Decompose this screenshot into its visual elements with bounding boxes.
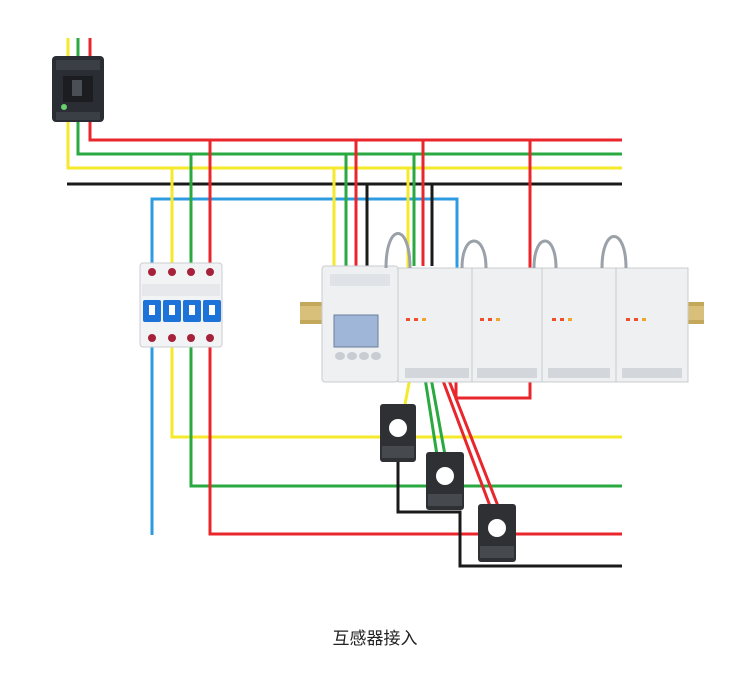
wiring-diagram bbox=[52, 38, 704, 568]
multi-circuit-meter-icon bbox=[321, 232, 689, 383]
diagram-caption: 互感器接入 bbox=[332, 629, 418, 649]
mcb-4-pole-icon bbox=[139, 262, 223, 348]
current-transformer-2-icon bbox=[426, 452, 464, 510]
main-breaker-icon bbox=[52, 56, 104, 122]
current-transformer-3-icon bbox=[478, 504, 516, 562]
current-transformer-1-icon bbox=[380, 404, 416, 462]
ct-wires bbox=[396, 377, 622, 568]
